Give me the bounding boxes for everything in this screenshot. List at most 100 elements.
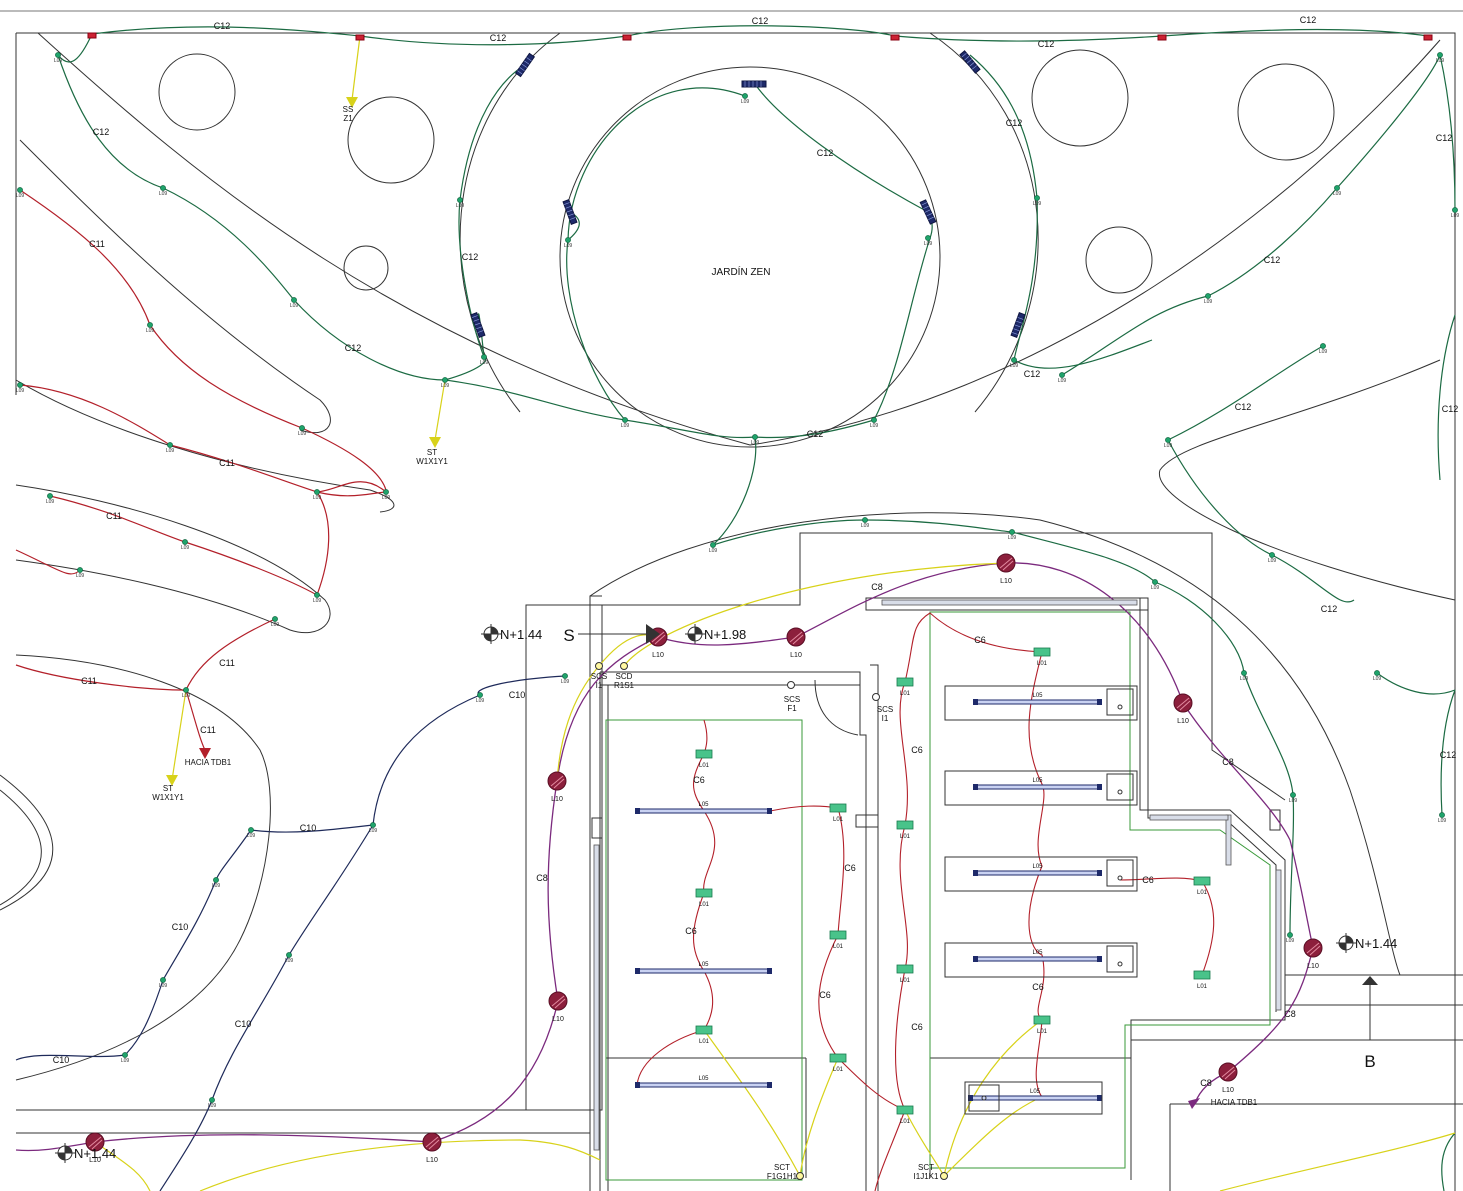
svg-text:L09: L09 bbox=[621, 423, 630, 429]
circuit-label-c11: C11 bbox=[81, 676, 97, 686]
downlight-type-label: L10 bbox=[89, 1157, 101, 1164]
svg-text:L09: L09 bbox=[1164, 443, 1173, 449]
level-marker-middle-text: N+1.98 bbox=[704, 627, 746, 642]
junction-fixture bbox=[1157, 34, 1167, 41]
svg-text:L09: L09 bbox=[369, 828, 378, 834]
garden-fixture: L09 bbox=[564, 237, 573, 249]
level-marker-right-text: N+1.44 bbox=[1355, 936, 1397, 951]
sensor-label-st-top: W1X1Y1 bbox=[416, 457, 448, 466]
garden-fixture: L09 bbox=[741, 93, 750, 105]
interior-fixture-type-label: L01 bbox=[900, 978, 911, 984]
circuit-label-c12: C12 bbox=[817, 148, 834, 158]
garden-fixture: L09 bbox=[146, 322, 154, 334]
switch-label-scs-i1-b: SCS bbox=[877, 705, 893, 714]
svg-text:L09: L09 bbox=[285, 958, 294, 964]
linear-type-label: L05 bbox=[1030, 1089, 1041, 1095]
sink-fixtures bbox=[944, 685, 1138, 1115]
linear-type-label: L05 bbox=[698, 1076, 709, 1082]
interior-fixture bbox=[829, 930, 847, 940]
svg-text:L09: L09 bbox=[564, 243, 573, 249]
svg-text:L09: L09 bbox=[121, 1058, 130, 1064]
wall-linear-fixture bbox=[1149, 814, 1229, 821]
section-b-label: B bbox=[1364, 1052, 1375, 1071]
linear-type-label: L05 bbox=[1032, 693, 1043, 699]
downlight-fixture bbox=[786, 627, 806, 647]
downlight-type-label: L10 bbox=[652, 652, 664, 659]
garden-fixture: L09 bbox=[924, 235, 932, 247]
junction-fixture bbox=[890, 34, 900, 41]
garden-linear-fixture bbox=[470, 312, 486, 338]
architecture bbox=[0, 10, 1463, 1191]
circuit-label-c6: C6 bbox=[819, 990, 831, 1000]
circuit-label-c12: C12 bbox=[214, 21, 231, 31]
garden-fixture: L09 bbox=[1333, 185, 1341, 197]
arrowheads bbox=[166, 97, 1378, 1109]
circuit-label-c12: C12 bbox=[1024, 369, 1041, 379]
zen-garden-circle bbox=[559, 66, 941, 448]
interior-fixture bbox=[896, 677, 914, 687]
garden-fixture: L09 bbox=[247, 827, 255, 839]
linear-type-label: L05 bbox=[1032, 778, 1043, 784]
linear-type-label: L05 bbox=[1032, 950, 1043, 956]
downlight-fixture bbox=[1218, 1062, 1238, 1082]
svg-text:L09: L09 bbox=[159, 191, 168, 197]
circuit-label-c10: C10 bbox=[509, 690, 526, 700]
interior-fixture bbox=[829, 803, 847, 813]
svg-text:L09: L09 bbox=[182, 693, 191, 699]
linear-type-label: L05 bbox=[698, 962, 709, 968]
svg-text:L09: L09 bbox=[1010, 363, 1019, 369]
garden-fixture: L09 bbox=[751, 434, 759, 446]
svg-text:L09: L09 bbox=[382, 495, 391, 501]
interior-fixture bbox=[896, 1105, 914, 1115]
svg-text:L09: L09 bbox=[1438, 818, 1447, 824]
svg-text:L09: L09 bbox=[271, 622, 280, 628]
garden-fixture: L09 bbox=[271, 616, 280, 628]
junction-fixture bbox=[87, 32, 97, 39]
interior-fixture bbox=[896, 820, 914, 830]
garden-linear-fixture bbox=[959, 50, 981, 74]
garden-fixture: L09 bbox=[561, 673, 569, 685]
sensor-label-ss-z1: Z1 bbox=[343, 114, 353, 123]
circuit-c12-wiring bbox=[57, 25, 1456, 1191]
svg-text:L09: L09 bbox=[870, 423, 879, 429]
switch-label-scs-i1: I1 bbox=[596, 681, 603, 690]
downlight-type-label: L10 bbox=[426, 1157, 438, 1164]
interior-fixture-type-label: L01 bbox=[900, 691, 911, 697]
garden-fixture: L09 bbox=[76, 567, 84, 579]
svg-text:L09: L09 bbox=[1008, 535, 1017, 541]
svg-text:L09: L09 bbox=[861, 523, 870, 529]
switch-label-scs-f1: F1 bbox=[787, 704, 797, 713]
sensor-label-st-bottom: W1X1Y1 bbox=[152, 793, 184, 802]
garden-fixture: L09 bbox=[1010, 357, 1019, 369]
garden-linear-fixtures bbox=[470, 50, 1026, 338]
garden-fixture: L09 bbox=[1033, 195, 1041, 207]
interior-fixture-type-label: L01 bbox=[1197, 984, 1208, 990]
circuit-label-c6: C6 bbox=[693, 775, 705, 785]
switch-legs bbox=[94, 35, 1456, 1191]
interior-fixture-type-label: L01 bbox=[699, 763, 710, 769]
circuit-label-c6: C6 bbox=[1032, 982, 1044, 992]
downlight-type-label: L10 bbox=[1222, 1087, 1234, 1094]
garden-fixture: L09 bbox=[382, 489, 391, 501]
sensor-label-ss-z1: SS bbox=[343, 105, 354, 114]
downlight-fixture bbox=[996, 553, 1016, 573]
svg-text:L09: L09 bbox=[46, 499, 55, 505]
garden-linear-fixture bbox=[514, 52, 536, 78]
garden-fixture: L09 bbox=[870, 417, 879, 429]
circuit-label-c10: C10 bbox=[53, 1055, 70, 1065]
linear-fixture bbox=[973, 956, 1102, 962]
circuit-label-c8: C8 bbox=[1200, 1078, 1212, 1088]
circuit-label-c10: C10 bbox=[172, 922, 189, 932]
garden-fixture: L09 bbox=[46, 493, 55, 505]
svg-text:L09: L09 bbox=[741, 99, 750, 105]
circuit-label-c12: C12 bbox=[1300, 15, 1317, 25]
circuit-label-c6: C6 bbox=[685, 926, 697, 936]
garden-fixture: L09 bbox=[709, 542, 717, 554]
linear-type-label: L05 bbox=[1032, 864, 1043, 870]
circuit-label-c6: C6 bbox=[974, 635, 986, 645]
svg-text:L09: L09 bbox=[212, 883, 221, 889]
garden-fixture: L09 bbox=[480, 354, 488, 366]
garden-fixture: L09 bbox=[1319, 343, 1327, 355]
svg-text:L09: L09 bbox=[1204, 299, 1213, 305]
